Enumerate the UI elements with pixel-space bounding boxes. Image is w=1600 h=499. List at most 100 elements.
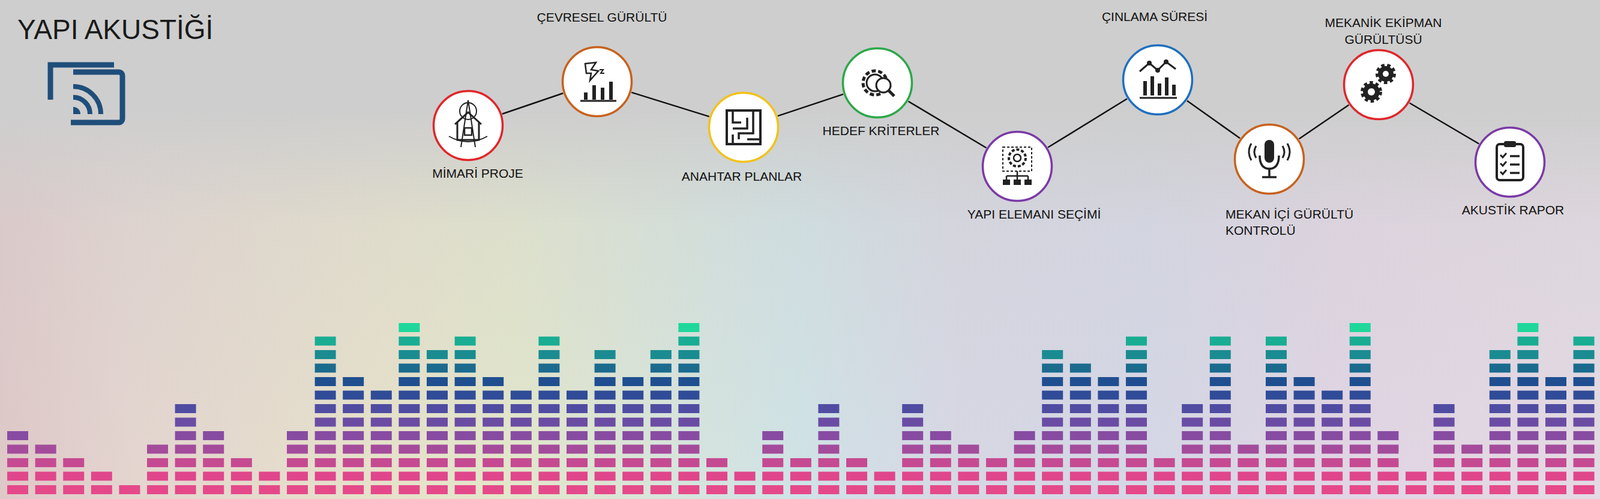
bar-cell xyxy=(342,457,364,467)
bar-cell xyxy=(1293,403,1315,413)
bar-cell xyxy=(1517,471,1539,481)
bar-cell xyxy=(874,471,896,481)
bar-cell xyxy=(370,484,392,494)
bar-cell xyxy=(202,471,224,481)
bar-cell xyxy=(1125,363,1147,373)
bar-cell xyxy=(1265,471,1287,481)
bar-cell xyxy=(1125,484,1147,494)
step-label: ÇEVRESEL GÜRÜLTÜ xyxy=(536,9,667,26)
bar-cell xyxy=(957,471,979,481)
bar-cell xyxy=(1293,430,1315,440)
bar-cell xyxy=(1014,484,1036,494)
bar-cell xyxy=(1349,336,1371,346)
bar-cell xyxy=(510,403,532,413)
bar-cell xyxy=(398,444,420,454)
step-label: MİMARİ PROJE xyxy=(432,165,524,182)
bar-cell xyxy=(510,471,532,481)
bar-cell xyxy=(1097,471,1119,481)
bar-cell xyxy=(1545,430,1567,440)
bar-cell xyxy=(1517,417,1539,427)
bar-cell xyxy=(1209,376,1231,386)
bar-cell xyxy=(1125,471,1147,481)
bar-cell xyxy=(538,363,560,373)
bar-cell xyxy=(762,484,784,494)
bar-cell xyxy=(1517,336,1539,346)
bar-cell xyxy=(622,430,644,440)
bar-cell xyxy=(1181,484,1203,494)
bar-cell xyxy=(874,484,896,494)
bar-cell xyxy=(1433,471,1455,481)
bar-cell xyxy=(342,471,364,481)
bar-cell xyxy=(35,471,57,481)
bar-cell xyxy=(370,417,392,427)
bar-cell xyxy=(202,457,224,467)
bar-cell xyxy=(1265,336,1287,346)
bar-cell xyxy=(650,457,672,467)
bar-cell xyxy=(1321,417,1343,427)
bar-cell xyxy=(1545,390,1567,400)
bar-cell xyxy=(426,417,448,427)
bar-cell xyxy=(594,471,616,481)
bar-cell xyxy=(1489,376,1511,386)
bar-cell xyxy=(762,457,784,467)
bar-cell xyxy=(594,457,616,467)
bar-cell xyxy=(426,403,448,413)
bar-cell xyxy=(1321,457,1343,467)
bar-cell xyxy=(1293,376,1315,386)
bar-cell xyxy=(1041,484,1063,494)
bar-cell xyxy=(538,349,560,359)
step-circle: ANAHTAR PLANLAR xyxy=(707,91,780,164)
bar-cell xyxy=(1265,417,1287,427)
bar-cell xyxy=(1070,444,1092,454)
bar-cell xyxy=(398,363,420,373)
bar-cell xyxy=(1321,430,1343,440)
bar-cell xyxy=(762,430,784,440)
bar-cell xyxy=(370,390,392,400)
bar-cell xyxy=(7,471,29,481)
bar-cell xyxy=(510,390,532,400)
bar-cell xyxy=(370,471,392,481)
bar-cell xyxy=(1293,471,1315,481)
circle-outline xyxy=(841,46,914,119)
bar-cell xyxy=(818,430,840,440)
bar-cell xyxy=(594,390,616,400)
bar-cell xyxy=(1181,457,1203,467)
bar-cell xyxy=(510,484,532,494)
bar-cell xyxy=(482,376,504,386)
bar-cell xyxy=(1349,417,1371,427)
bar-cell xyxy=(1349,471,1371,481)
bar-cell xyxy=(902,444,924,454)
bar-cell xyxy=(650,417,672,427)
bar-cell xyxy=(1041,363,1063,373)
bar-cell xyxy=(147,457,169,467)
bar-cell xyxy=(1349,457,1371,467)
bar-cell xyxy=(342,430,364,440)
bar-cell xyxy=(986,471,1008,481)
bar-cell xyxy=(1573,471,1595,481)
bar-cell xyxy=(175,471,197,481)
bar-cell xyxy=(650,484,672,494)
bar-cell xyxy=(454,349,476,359)
bar-cell xyxy=(454,336,476,346)
bar-cell xyxy=(1265,403,1287,413)
bar-cell xyxy=(1265,376,1287,386)
bar-cell xyxy=(1517,376,1539,386)
bar-cell xyxy=(202,484,224,494)
bar-cell xyxy=(482,471,504,481)
bar-cell xyxy=(175,444,197,454)
circle-outline xyxy=(1121,43,1194,116)
bar-cell xyxy=(1125,457,1147,467)
bar-cell xyxy=(342,444,364,454)
bar-cell xyxy=(1293,390,1315,400)
bar-cell xyxy=(538,471,560,481)
bar-cell xyxy=(258,484,280,494)
bar-cell xyxy=(1265,363,1287,373)
bar-cell xyxy=(342,484,364,494)
bar-cell xyxy=(622,484,644,494)
bar-cell xyxy=(510,430,532,440)
bar-cell xyxy=(566,484,588,494)
bar-cell xyxy=(454,471,476,481)
bar-cell xyxy=(1321,484,1343,494)
bar-cell xyxy=(1097,417,1119,427)
bar-cell xyxy=(1293,444,1315,454)
